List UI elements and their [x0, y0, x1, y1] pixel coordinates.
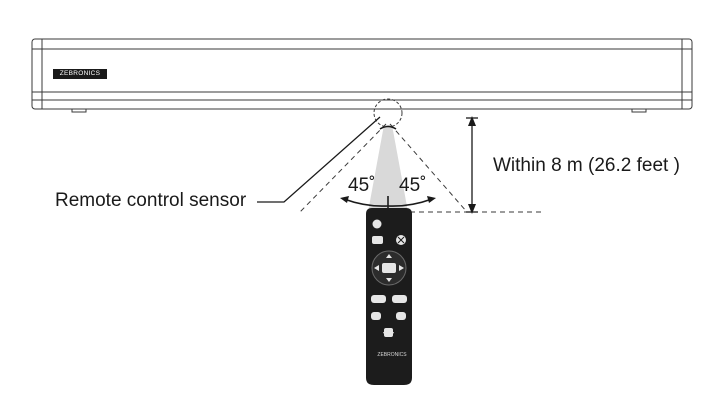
sensor-leader-line	[257, 116, 381, 203]
remote-ok-button	[382, 263, 396, 273]
remote-down-button	[386, 278, 392, 282]
distance-arrow-top	[468, 116, 476, 126]
remote-brand-logo: ZEBRONICS	[377, 352, 407, 358]
angle-left-label: 45˚	[348, 175, 376, 196]
distance-dimension	[466, 117, 478, 213]
sensor-arrow	[379, 125, 397, 130]
distance-arrow-bottom	[468, 204, 476, 214]
soundbar	[31, 38, 693, 113]
remote-mode-button-1	[371, 295, 386, 303]
remote-right-button	[399, 265, 404, 271]
remote-mode-button-4	[396, 312, 406, 320]
arc-arrow-left	[340, 196, 349, 203]
remote-mode-button-3	[371, 312, 381, 320]
remote-up-button	[386, 254, 392, 258]
sensor-label: Remote control sensor	[55, 190, 247, 211]
distance-label: Within 8 m (26.2 feet )	[493, 155, 680, 176]
angle-right-label: 45˚	[399, 175, 427, 196]
remote-input-button	[372, 236, 383, 244]
remote-left-button	[374, 265, 379, 271]
sensor-circle	[373, 98, 403, 128]
arc-arrow-right	[427, 196, 436, 203]
remote-power-button	[372, 219, 382, 229]
remote-mode-button-2	[392, 295, 407, 303]
soundbar-brand-logo: ZEBRONICS	[53, 69, 107, 79]
ir-beam	[368, 125, 408, 212]
remote-control	[366, 208, 412, 385]
